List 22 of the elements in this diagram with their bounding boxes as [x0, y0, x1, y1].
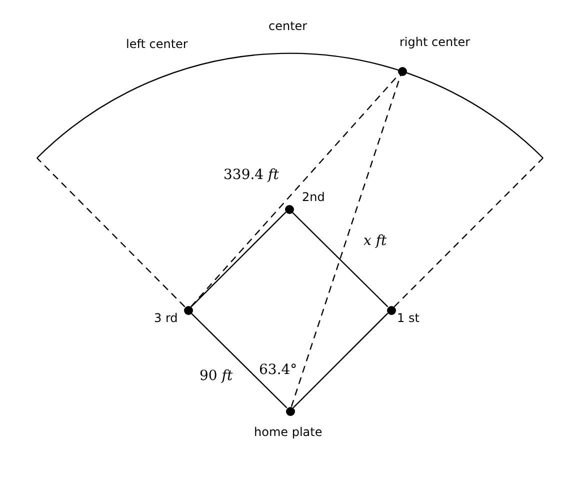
- distance-label: 339.4 ft: [224, 167, 279, 183]
- distance-label: 90 ft: [200, 368, 233, 384]
- base-path-line: [292, 212, 388, 308]
- base-dot: [286, 406, 294, 416]
- base-dot: [284, 204, 294, 214]
- position-label: 1 st: [397, 311, 420, 325]
- dashed-line: [394, 158, 544, 308]
- base-dot: [184, 306, 192, 314]
- position-label: home plate: [254, 425, 322, 439]
- distance-label: x ft: [364, 233, 387, 249]
- dashed-line: [36, 158, 186, 308]
- base-dot: [398, 66, 406, 76]
- base-path-line: [292, 312, 388, 408]
- base-dot: [386, 306, 396, 314]
- dashed-line: [290, 75, 402, 407]
- position-label: 3 rd: [154, 311, 178, 325]
- field-area-label: center: [268, 19, 308, 33]
- position-label: 2nd: [302, 190, 325, 204]
- angle-label: 63.4°: [259, 362, 298, 378]
- field-area-label: left center: [126, 37, 188, 51]
- position-label: right center: [400, 35, 470, 49]
- base-path-line: [190, 212, 286, 308]
